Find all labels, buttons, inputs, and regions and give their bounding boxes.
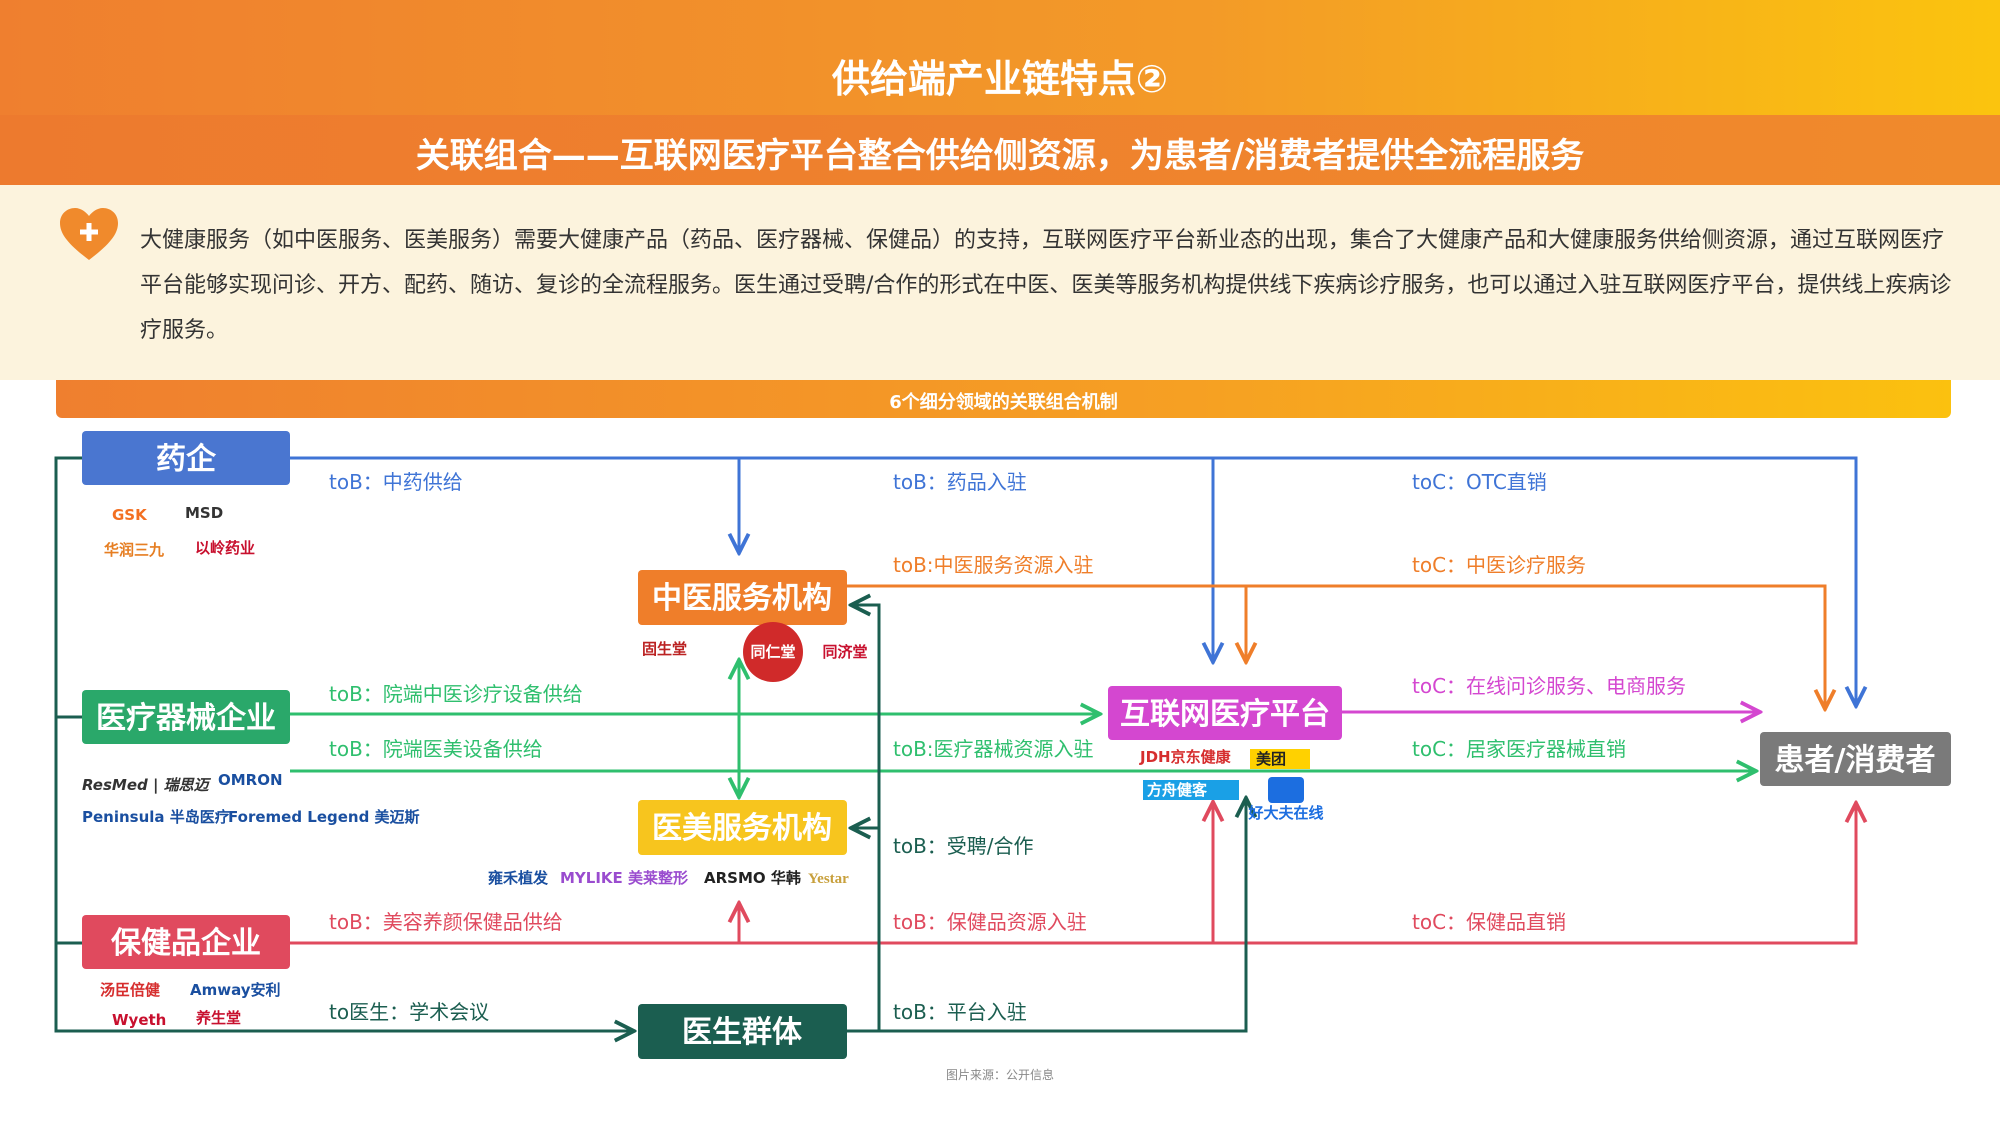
- label: toB：药品入驻: [893, 470, 1027, 494]
- svg-text:华润三九: 华润三九: [104, 541, 164, 559]
- section-bar-label: 6个细分领域的关联组合机制: [889, 392, 1118, 413]
- intro-text: 大健康服务（如中医服务、医美服务）需要大健康产品（药品、医疗器械、保健品）的支持…: [140, 228, 1952, 343]
- label: toB:医疗器械资源入驻: [893, 737, 1094, 761]
- svg-text:患者/消费者: 患者/消费者: [1775, 743, 1936, 778]
- svg-text:医生群体: 医生群体: [682, 1015, 803, 1050]
- svg-text:药企: 药企: [156, 442, 217, 477]
- logos-pharma: GSK MSD 华润三九 以岭药业: [104, 504, 255, 559]
- doctor-vertical: [851, 605, 881, 1031]
- logos-device: ResMed | 瑞思迈 OMRON Peninsula 半岛医疗 Foreme…: [82, 771, 420, 826]
- trunk-line: [54, 456, 634, 1031]
- label: toC：居家医疗器械直销: [1412, 737, 1626, 761]
- label: toB：院端中医诊疗设备供给: [329, 682, 583, 706]
- logos-tcm: 固生堂 同仁堂 同济堂: [642, 622, 868, 682]
- label: toB：受聘/合作: [893, 834, 1034, 858]
- svg-text:Yestar: Yestar: [808, 871, 849, 887]
- svg-text:JDH京东健康: JDH京东健康: [1139, 748, 1232, 766]
- intro-panel: [0, 185, 2000, 380]
- svg-text:ResMed | 瑞思迈: ResMed | 瑞思迈: [82, 776, 212, 795]
- svg-text:同济堂: 同济堂: [822, 643, 867, 661]
- label: toC：OTC直销: [1412, 470, 1547, 494]
- image-source: 图片来源：公开信息: [945, 1068, 1054, 1082]
- node-pharma: 药企: [82, 431, 290, 485]
- label: toC：在线问诊服务、电商服务: [1412, 674, 1686, 698]
- node-tcm: 中医服务机构: [638, 570, 847, 625]
- svg-text:固生堂: 固生堂: [642, 640, 687, 658]
- orange-line: [847, 584, 1825, 709]
- red-line: [290, 803, 1856, 945]
- node-doctors: 医生群体: [638, 1004, 847, 1059]
- label: toB：平台入驻: [893, 1000, 1027, 1024]
- subtitle-band: [0, 115, 2000, 185]
- svg-text:好大夫在线: 好大夫在线: [1247, 804, 1323, 822]
- svg-text:雍禾植发: 雍禾植发: [488, 869, 549, 887]
- svg-text:Peninsula 半岛医疗: Peninsula 半岛医疗: [82, 808, 230, 826]
- svg-text:Wyeth: Wyeth: [112, 1011, 166, 1029]
- label: toB:中医服务资源入驻: [893, 553, 1094, 577]
- svg-text:中医服务机构: 中医服务机构: [652, 581, 832, 616]
- node-device: 医疗器械企业: [82, 690, 290, 744]
- node-aesthetic: 医美服务机构: [638, 800, 847, 855]
- svg-text:MSD: MSD: [185, 504, 223, 522]
- svg-text:同仁堂: 同仁堂: [750, 643, 795, 661]
- label: toB：中药供给: [329, 470, 463, 494]
- logos-aesthetic: 雍禾植发 MYLIKE 美莱整形 ARSMO 华韩 Yestar: [488, 869, 849, 887]
- page-title: 供给端产业链特点②: [831, 57, 1169, 101]
- svg-text:美团: 美团: [1256, 750, 1286, 768]
- svg-text:MYLIKE 美莱整形: MYLIKE 美莱整形: [560, 869, 688, 887]
- heart-plus-icon: [60, 208, 118, 260]
- node-patients: 患者/消费者: [1760, 732, 1951, 786]
- svg-text:方舟健客: 方舟健客: [1147, 781, 1208, 799]
- label: toB：美容养颜保健品供给: [329, 910, 563, 934]
- blue-line: [290, 456, 1856, 706]
- label: toB：保健品资源入驻: [893, 910, 1087, 934]
- svg-text:以岭药业: 以岭药业: [195, 539, 255, 557]
- logos-health: 汤臣倍健 Amway安利 Wyeth 养生堂: [100, 981, 281, 1029]
- svg-text:医美服务机构: 医美服务机构: [652, 811, 832, 846]
- label: toB：院端医美设备供给: [329, 737, 543, 761]
- svg-text:Foremed Legend 美迈斯: Foremed Legend 美迈斯: [228, 808, 420, 826]
- label: toC：中医诊疗服务: [1412, 553, 1586, 577]
- svg-text:互联网医疗平台: 互联网医疗平台: [1120, 697, 1330, 732]
- node-health: 保健品企业: [82, 915, 290, 969]
- node-platform: 互联网医疗平台: [1108, 686, 1342, 740]
- header-band: [0, 0, 2000, 115]
- label: to医生：学术会议: [329, 1000, 489, 1024]
- flow-labels: toB：中药供给 toB：药品入驻 toC：OTC直销 toB:中医服务资源入驻…: [329, 470, 1686, 1024]
- svg-text:Amway安利: Amway安利: [190, 981, 281, 999]
- page-subtitle: 关联组合——互联网医疗平台整合供给侧资源，为患者/消费者提供全流程服务: [415, 136, 1585, 176]
- svg-text:汤臣倍健: 汤臣倍健: [100, 981, 160, 999]
- doctor-to-platform: [847, 798, 1246, 1033]
- svg-text:ARSMO 华韩: ARSMO 华韩: [704, 869, 801, 887]
- svg-text:OMRON: OMRON: [218, 771, 283, 789]
- svg-text:保健品企业: 保健品企业: [111, 926, 261, 961]
- svg-text:医疗器械企业: 医疗器械企业: [96, 701, 276, 736]
- svg-text:GSK: GSK: [112, 506, 148, 524]
- label: toC：保健品直销: [1412, 910, 1566, 934]
- logos-platform: JDH京东健康 美团 方舟健客 好大夫在线: [1139, 748, 1324, 822]
- section-bar: 6个细分领域的关联组合机制: [56, 380, 1951, 418]
- svg-text:养生堂: 养生堂: [195, 1009, 241, 1027]
